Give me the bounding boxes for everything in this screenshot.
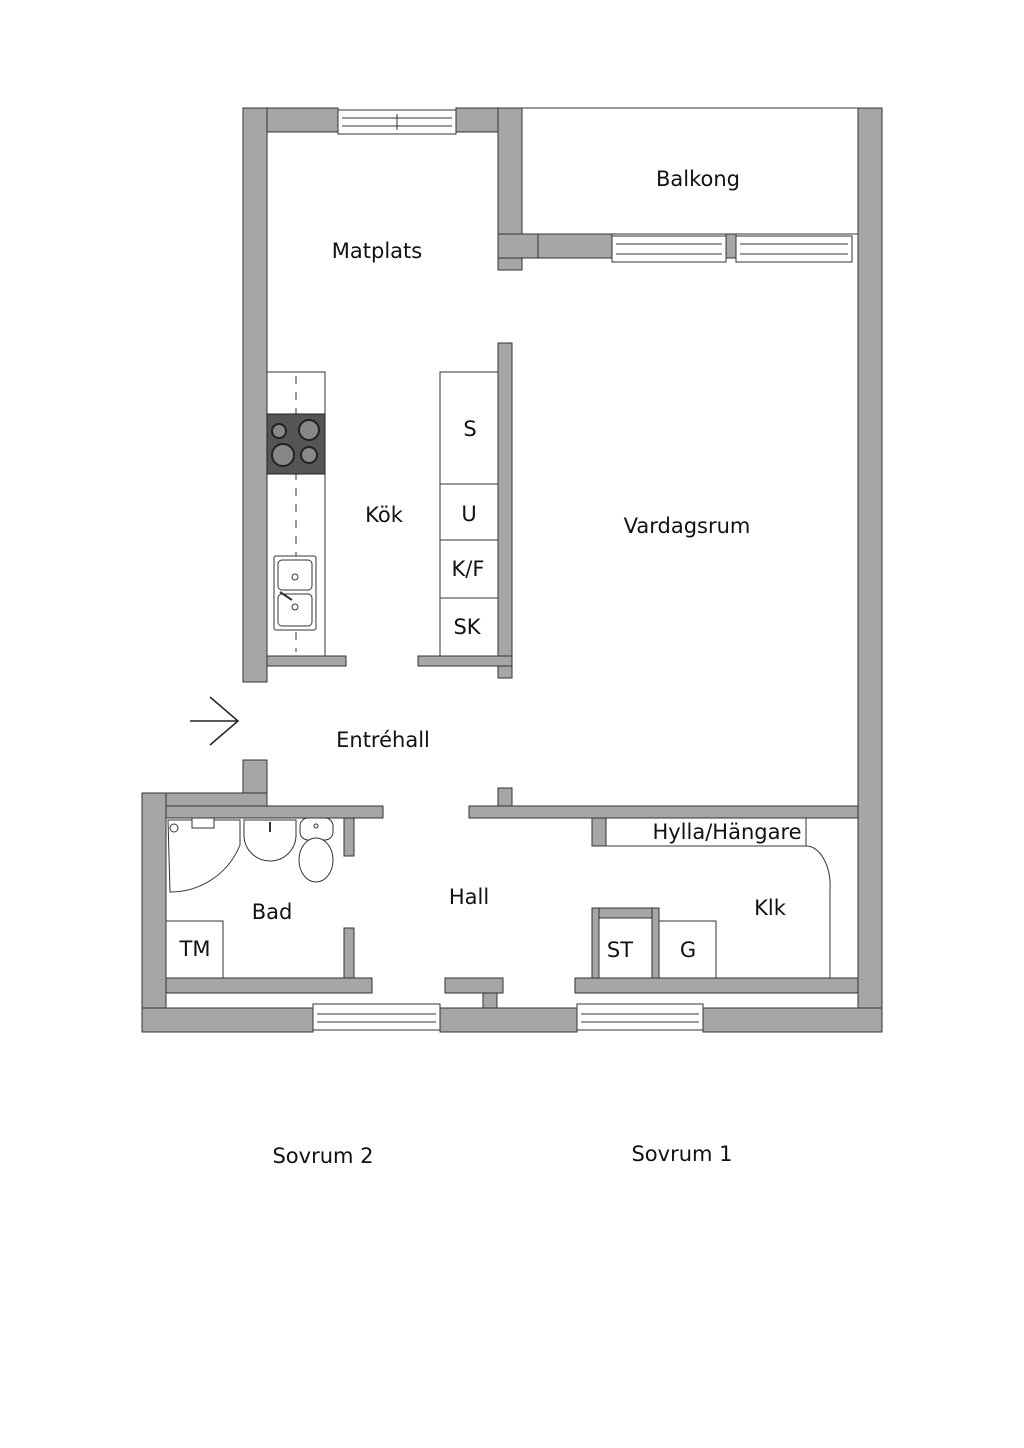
washbasin-icon	[243, 819, 297, 862]
cabinet-sk	[439, 597, 499, 657]
fixture-label-st: ST	[607, 938, 633, 962]
fixture-label-hylla: Hylla/Hängare	[652, 820, 801, 844]
room-label-kok: Kök	[365, 503, 404, 527]
cabinet-st	[598, 917, 653, 979]
room-label-vardagsrum: Vardagsrum	[624, 514, 751, 538]
toilet-icon	[298, 817, 334, 883]
washing-machine	[165, 920, 224, 979]
fixture-label-kf: K/F	[452, 557, 485, 581]
room-label-klk: Klk	[754, 896, 787, 920]
cabinet-s	[439, 371, 499, 485]
window	[576, 1003, 704, 1031]
room-label-hall: Hall	[449, 885, 489, 909]
room-label-sovrum2: Sovrum 2	[272, 1144, 373, 1168]
room-label-bad: Bad	[252, 900, 293, 924]
balcony-outline	[521, 107, 859, 235]
fixture-label-sk: SK	[453, 615, 481, 639]
room-label-matplats: Matplats	[332, 239, 422, 263]
shelf-hanger	[605, 817, 807, 847]
sink-icon	[273, 555, 317, 631]
fixture-label-s: S	[463, 417, 476, 441]
room-label-entrehall: Entréhall	[336, 728, 430, 752]
entrance-arrow-icon[interactable]	[190, 696, 240, 746]
shower-icon	[167, 817, 241, 893]
room-label-sovrum1: Sovrum 1	[631, 1142, 732, 1166]
fixture-label-u: U	[461, 502, 476, 526]
window	[611, 235, 727, 263]
fixture-label-tm: TM	[179, 937, 211, 961]
window	[735, 235, 853, 263]
window	[312, 1003, 441, 1031]
room-label-balkong: Balkong	[656, 167, 740, 191]
cabinet-g	[658, 920, 717, 979]
fixture-label-g: G	[680, 938, 696, 962]
window	[337, 109, 457, 135]
stove-icon	[266, 413, 326, 475]
